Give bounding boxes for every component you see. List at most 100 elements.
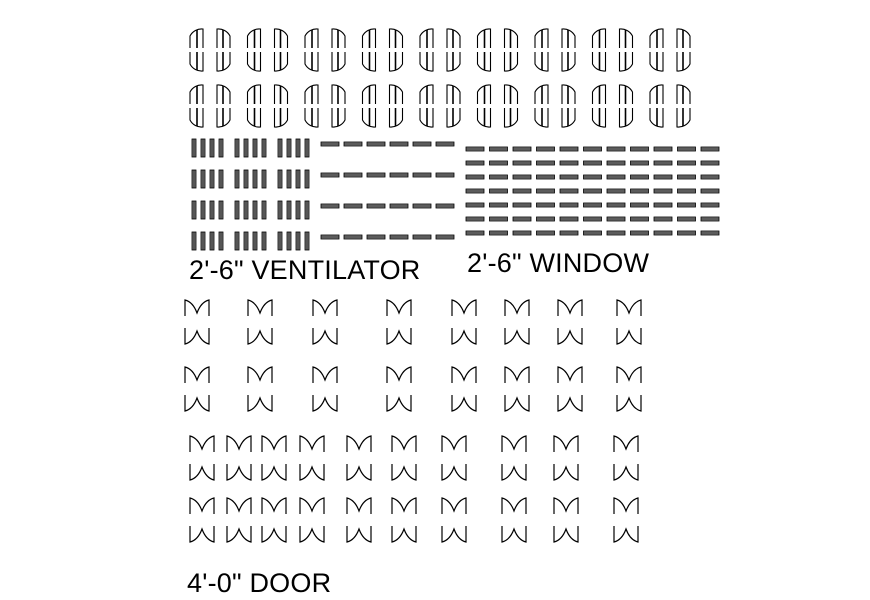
swing-symbol bbox=[304, 84, 346, 128]
window-symbol bbox=[630, 202, 649, 208]
ventilator-symbol bbox=[295, 200, 301, 220]
window-symbol bbox=[435, 203, 455, 209]
window-symbol bbox=[536, 174, 555, 180]
window-symbol bbox=[465, 160, 485, 166]
window-label: 2'-6" WINDOW bbox=[467, 248, 650, 278]
ventilator-symbol bbox=[252, 169, 258, 189]
window-symbol bbox=[630, 230, 649, 236]
ventilator-symbol bbox=[304, 169, 310, 189]
door-symbol bbox=[386, 299, 412, 345]
swing-symbol bbox=[246, 28, 289, 72]
ventilator-symbol bbox=[277, 231, 283, 251]
door-symbol bbox=[226, 497, 252, 543]
ventilator-symbol bbox=[286, 169, 292, 189]
window-symbol bbox=[653, 202, 673, 208]
window-symbol bbox=[536, 146, 555, 152]
window-symbol bbox=[677, 216, 696, 222]
window-symbol bbox=[343, 141, 363, 147]
ventilator-symbol bbox=[252, 200, 258, 220]
door-symbol bbox=[553, 435, 579, 481]
window-symbol bbox=[583, 202, 602, 208]
door-symbol bbox=[189, 435, 215, 481]
window-symbol bbox=[435, 141, 455, 147]
ventilator-symbol bbox=[304, 138, 310, 158]
door-symbol bbox=[261, 497, 287, 543]
window-symbol bbox=[606, 230, 626, 236]
window-symbol bbox=[653, 146, 673, 152]
window-symbol bbox=[559, 160, 579, 166]
window-symbol bbox=[412, 234, 432, 240]
window-symbol bbox=[343, 234, 363, 240]
window-symbol bbox=[465, 230, 485, 236]
swing-symbol bbox=[476, 84, 519, 128]
window-symbol bbox=[465, 216, 485, 222]
window-symbol bbox=[700, 188, 720, 194]
window-symbol bbox=[389, 172, 409, 178]
window-symbol bbox=[366, 141, 386, 147]
window-symbol bbox=[536, 188, 555, 194]
window-symbol bbox=[389, 234, 409, 240]
window-symbol bbox=[435, 172, 455, 178]
window-symbol bbox=[583, 188, 602, 194]
door-symbol bbox=[613, 435, 639, 481]
window-symbol bbox=[536, 230, 555, 236]
window-symbol bbox=[489, 174, 508, 180]
window-symbol bbox=[389, 203, 409, 209]
ventilator-symbol bbox=[218, 169, 224, 189]
door-symbol bbox=[504, 299, 530, 345]
swing-symbol bbox=[419, 28, 461, 72]
ventilator-symbol bbox=[295, 169, 301, 189]
window-symbol bbox=[389, 141, 409, 147]
window-symbol bbox=[343, 203, 363, 209]
window-symbol bbox=[412, 141, 432, 147]
swing-symbol bbox=[189, 28, 231, 72]
window-symbol bbox=[630, 188, 649, 194]
window-symbol bbox=[700, 230, 720, 236]
window-symbol bbox=[700, 174, 720, 180]
swing-symbol bbox=[591, 84, 634, 128]
ventilator-symbol bbox=[261, 169, 267, 189]
window-symbol bbox=[489, 160, 508, 166]
door-symbol bbox=[557, 366, 583, 412]
swing-symbol bbox=[361, 28, 404, 72]
ventilator-symbol bbox=[277, 138, 283, 158]
window-symbol bbox=[536, 216, 555, 222]
window-symbol bbox=[536, 202, 555, 208]
window-symbol bbox=[489, 202, 508, 208]
door-symbol bbox=[501, 497, 527, 543]
ventilator-symbol bbox=[209, 200, 215, 220]
swing-symbol bbox=[649, 84, 691, 128]
window-symbol bbox=[366, 172, 386, 178]
door-symbol bbox=[451, 366, 477, 412]
door-symbol bbox=[613, 497, 639, 543]
swing-symbol bbox=[534, 28, 576, 72]
ventilator-symbol bbox=[304, 231, 310, 251]
door-symbol bbox=[247, 299, 273, 345]
ventilator-symbol bbox=[252, 138, 258, 158]
window-symbol bbox=[512, 146, 532, 152]
ventilator-symbol bbox=[243, 138, 249, 158]
ventilator-symbol bbox=[243, 169, 249, 189]
window-symbol bbox=[653, 188, 673, 194]
double-leaf-swing-grid bbox=[189, 28, 691, 128]
window-symbol bbox=[700, 202, 720, 208]
window-symbol bbox=[606, 160, 626, 166]
ventilator-symbol bbox=[277, 200, 283, 220]
window-symbol bbox=[512, 160, 532, 166]
ventilator-label: 2'-6" VENTILATOR bbox=[189, 255, 421, 285]
door-symbol bbox=[553, 497, 579, 543]
window-symbol bbox=[320, 203, 340, 209]
door-symbol bbox=[184, 299, 210, 345]
window-symbol bbox=[630, 160, 649, 166]
window-symbol bbox=[653, 160, 673, 166]
window-symbol bbox=[559, 216, 579, 222]
window-symbol bbox=[677, 146, 696, 152]
ventilator-symbol-grid bbox=[191, 138, 310, 251]
ventilator-symbol bbox=[200, 200, 206, 220]
window-symbol bbox=[606, 174, 626, 180]
window-symbol bbox=[489, 146, 508, 152]
window-symbol bbox=[343, 172, 363, 178]
swing-symbol bbox=[246, 84, 289, 128]
window-symbol bbox=[465, 202, 485, 208]
door-symbol bbox=[184, 366, 210, 412]
